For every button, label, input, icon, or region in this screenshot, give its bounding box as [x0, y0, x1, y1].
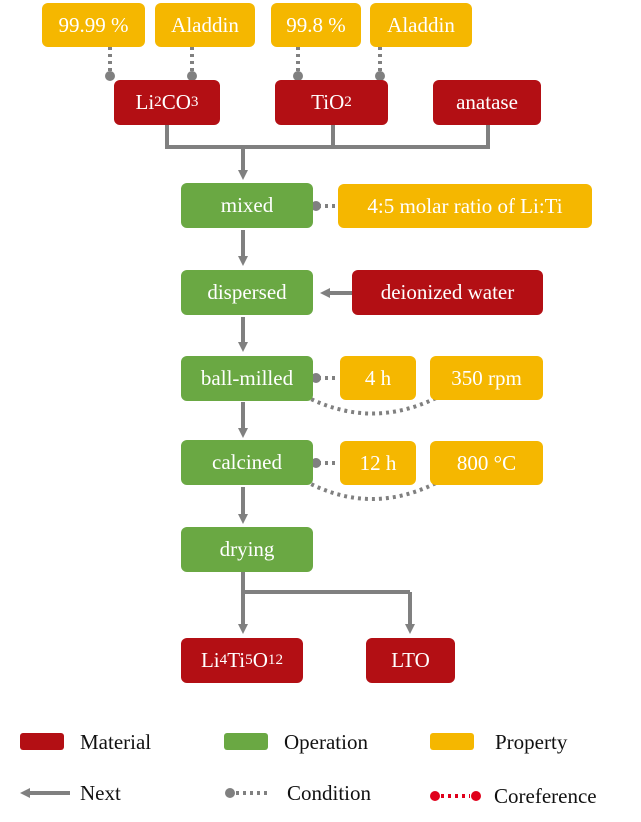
legend-operation-label: Operation	[284, 730, 368, 754]
legend-coreference-label: Coreference	[494, 784, 597, 808]
property-li-purity: 99.99 %	[42, 3, 145, 47]
next-merge-materials	[165, 125, 490, 149]
legend-material-swatch	[20, 733, 64, 750]
operation-ball-milled: ball-milled	[181, 356, 313, 401]
legend-next-label: Next	[80, 781, 121, 805]
property-ti-purity: 99.8 %	[271, 3, 361, 47]
property-li-supplier: Aladdin	[155, 3, 255, 47]
legend-operation-swatch	[224, 733, 268, 750]
operation-drying: drying	[181, 527, 313, 572]
property-12h: 12 h	[340, 441, 416, 485]
legend-property-label: Property	[495, 730, 568, 754]
legend-condition-label: Condition	[287, 781, 372, 805]
material-anatase: anatase	[433, 80, 541, 125]
material-deionized-water: deionized water	[352, 270, 543, 315]
legend-property-swatch	[430, 733, 474, 750]
operation-mixed: mixed	[181, 183, 313, 228]
property-800c: 800 °C	[430, 441, 543, 485]
operation-dispersed: dispersed	[181, 270, 313, 315]
legend-material-label: Material	[80, 730, 152, 754]
legend-coreference-dot-left-icon	[430, 791, 440, 801]
legend-condition-dot-icon	[225, 788, 235, 798]
property-ti-supplier: Aladdin	[370, 3, 472, 47]
operation-calcined: calcined	[181, 440, 313, 485]
property-4h: 4 h	[340, 356, 416, 400]
property-molar-ratio: 4:5 molar ratio of Li:Ti	[338, 184, 592, 228]
property-350rpm: 350 rpm	[430, 356, 543, 400]
condition-link-350rpm	[304, 394, 437, 416]
material-lto: LTO	[366, 638, 455, 683]
condition-link-800c	[304, 479, 437, 501]
legend-coreference-dot-right-icon	[471, 791, 481, 801]
